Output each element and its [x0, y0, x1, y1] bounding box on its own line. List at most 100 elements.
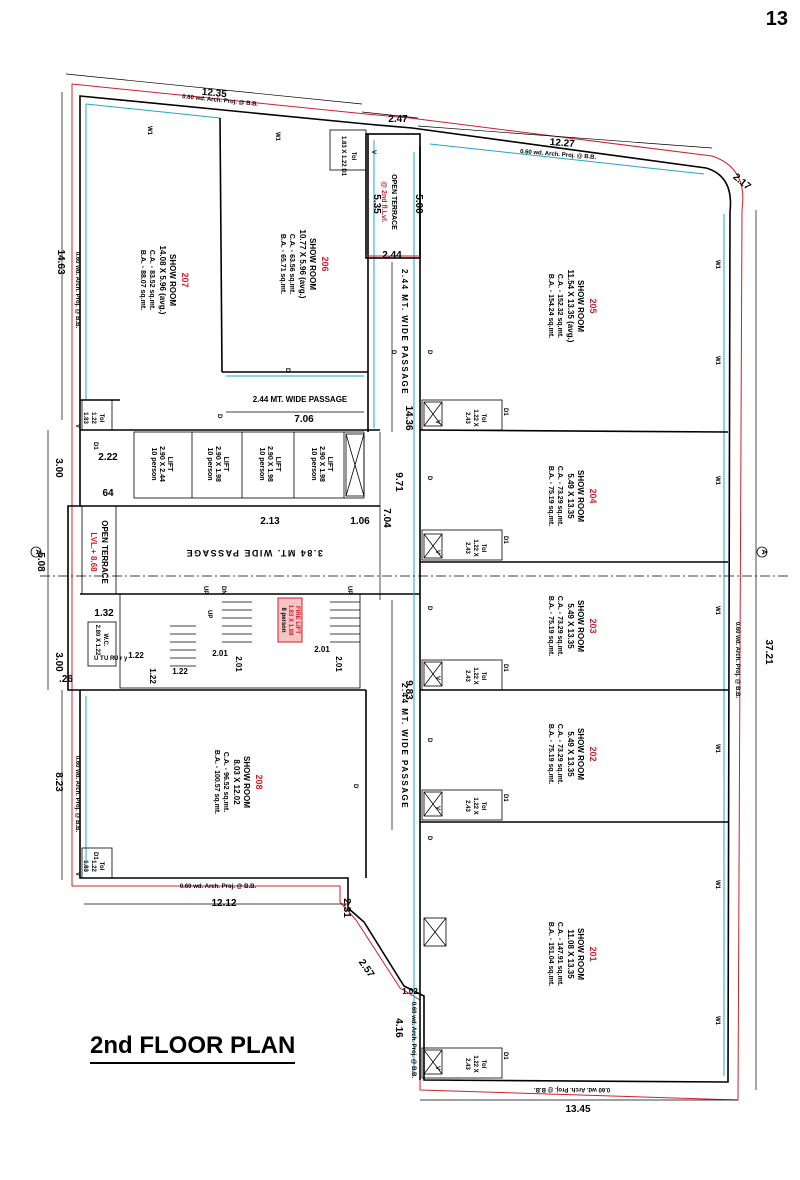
partitions — [80, 117, 729, 1080]
svg-text:D: D — [426, 350, 432, 355]
svg-text:OPEN TERRACE: OPEN TERRACE — [390, 174, 397, 230]
svg-text:LIFT: LIFT — [274, 457, 281, 472]
svg-text:SHOW ROOM: SHOW ROOM — [168, 254, 177, 306]
svg-text:UP: UP — [206, 610, 212, 618]
svg-text:13.45: 13.45 — [565, 1104, 590, 1115]
svg-text:W1: W1 — [714, 260, 720, 270]
projection-note-bottom-right: 0.60 wd. Arch. Proj. @ B.B. — [534, 1086, 611, 1092]
svg-text:B.A. - 151.04 sq.mt.: B.A. - 151.04 sq.mt. — [547, 922, 554, 986]
svg-text:DN: DN — [220, 586, 226, 595]
svg-text:3.00: 3.00 — [53, 652, 64, 672]
svg-text:V: V — [434, 676, 440, 680]
svg-text:V: V — [434, 806, 440, 810]
svg-text:10.77 X 5.96 (avg.): 10.77 X 5.96 (avg.) — [298, 230, 307, 299]
svg-text:5.00: 5.00 — [413, 194, 424, 214]
projection-note-left-lower: 0.60 wd. Arch. Proj. @ B.B. — [74, 756, 80, 833]
svg-text:C.A. - 73.29 sq.mt.: C.A. - 73.29 sq.mt. — [556, 724, 563, 784]
door-window-tags: W1 W1 W1 W1 W1 W1 W1 W1 W1 D D D D D D D… — [74, 126, 720, 1070]
svg-text:2.90 X 1.98: 2.90 X 1.98 — [318, 446, 325, 482]
svg-text:2.90 X 1.98: 2.90 X 1.98 — [214, 446, 221, 482]
svg-text:D1: D1 — [502, 794, 508, 802]
svg-text:10 person: 10 person — [206, 447, 213, 480]
svg-text:1.02: 1.02 — [402, 987, 418, 996]
svg-text:1.22 X: 1.22 X — [472, 797, 478, 814]
projection-note-lower-notch: 0.60 wd. Arch. Proj. @ B.B. — [410, 1002, 416, 1079]
svg-text:D: D — [426, 476, 432, 481]
svg-text:1.22: 1.22 — [90, 412, 96, 424]
svg-text:V: V — [74, 424, 80, 428]
svg-text:205: 205 — [588, 298, 598, 313]
svg-text:1.22: 1.22 — [90, 860, 96, 872]
svg-text:C.A. - 63.56 sq.mt.: C.A. - 63.56 sq.mt. — [288, 234, 295, 294]
svg-text:1.83: 1.83 — [82, 412, 88, 424]
svg-text:2.13: 2.13 — [260, 516, 280, 527]
outer-boundary — [67, 83, 744, 1101]
svg-text:37.21: 37.21 — [763, 639, 774, 664]
svg-text:W1: W1 — [714, 880, 720, 890]
svg-text:2.01: 2.01 — [314, 645, 330, 654]
svg-text:12.27: 12.27 — [549, 137, 575, 150]
svg-text:W1: W1 — [714, 1016, 720, 1026]
svg-text:2.43: 2.43 — [464, 800, 470, 812]
svg-text:D: D — [284, 368, 290, 373]
svg-text:Tol: Tol — [98, 862, 104, 871]
room-204-label: 204 SHOW ROOM 5.49 X 13.35 C.A. - 73.29 … — [547, 466, 598, 526]
svg-text:8.03 X 12.02: 8.03 X 12.02 — [232, 759, 241, 805]
svg-text:64: 64 — [102, 488, 114, 499]
svg-text:D: D — [352, 784, 358, 789]
svg-text:1.83: 1.83 — [82, 860, 88, 872]
page-number: 13 — [765, 8, 788, 30]
svg-text:V: V — [434, 550, 440, 554]
svg-text:2.44: 2.44 — [382, 250, 402, 261]
svg-text:FIRE LIFT: FIRE LIFT — [294, 606, 300, 634]
projection-note-right: 0.60 wd. Arch. Proj. @ B.B. — [734, 622, 740, 699]
svg-text:D: D — [390, 350, 396, 355]
svg-text:B.A. - 75.19 sq.mt.: B.A. - 75.19 sq.mt. — [547, 466, 554, 526]
top-terrace-label: OPEN TERRACE @ 2nd fl.Lvl. — [380, 174, 397, 230]
svg-text:C.A. - 83.52 sq.mt.: C.A. - 83.52 sq.mt. — [148, 250, 155, 310]
svg-text:D: D — [426, 606, 432, 611]
svg-text:1.22 X: 1.22 X — [472, 667, 478, 684]
svg-text:LIFT: LIFT — [222, 457, 229, 472]
svg-text:W1: W1 — [714, 606, 720, 616]
svg-text:11.54 X 13.35 (avg.): 11.54 X 13.35 (avg.) — [566, 270, 575, 343]
svg-text:12.35: 12.35 — [201, 87, 227, 101]
svg-text:208: 208 — [254, 774, 264, 789]
svg-text:10 person: 10 person — [258, 447, 265, 480]
svg-text:2.43: 2.43 — [464, 412, 470, 424]
svg-text:2.43: 2.43 — [464, 1058, 470, 1070]
svg-text:A: A — [34, 549, 41, 554]
svg-text:Tol: Tol — [350, 152, 356, 161]
svg-text:B.A. - 88.07 sq.mt.: B.A. - 88.07 sq.mt. — [139, 250, 146, 310]
svg-text:UP: UP — [202, 586, 208, 594]
svg-text:1.83 X 1.98: 1.83 X 1.98 — [287, 605, 293, 636]
svg-text:UP: UP — [346, 586, 352, 594]
svg-text:1.22 X: 1.22 X — [472, 1055, 478, 1072]
svg-text:OPEN TERRACE: OPEN TERRACE — [100, 520, 109, 584]
svg-text:2.01: 2.01 — [234, 656, 243, 672]
svg-text:2.90 X 1.98: 2.90 X 1.98 — [266, 446, 273, 482]
svg-text:SHOW ROOM: SHOW ROOM — [576, 600, 585, 652]
svg-text:D1: D1 — [502, 664, 508, 672]
svg-text:7.06: 7.06 — [294, 414, 314, 425]
middle-passage-label: 3.84 MT. WIDE PASSAGE — [185, 548, 323, 558]
svg-text:U r y: U r y — [114, 656, 128, 662]
svg-text:206: 206 — [320, 256, 330, 271]
svg-text:B.A. - 75.19 sq.mt.: B.A. - 75.19 sq.mt. — [547, 724, 554, 784]
svg-text:D1: D1 — [92, 442, 98, 450]
svg-text:SHOW ROOM: SHOW ROOM — [576, 928, 585, 980]
svg-text:2.43: 2.43 — [464, 542, 470, 554]
svg-text:2.22: 2.22 — [98, 452, 118, 463]
svg-text:LIFT: LIFT — [166, 457, 173, 472]
svg-text:14.08 X 5.96 (avg.): 14.08 X 5.96 (avg.) — [158, 246, 167, 315]
room-207-label: 207 SHOW ROOM 14.08 X 5.96 (avg.) C.A. -… — [139, 246, 190, 315]
svg-text:LVL.+ 8.68: LVL.+ 8.68 — [89, 532, 98, 572]
svg-text:8 person: 8 person — [280, 607, 286, 632]
svg-text:W1: W1 — [274, 132, 280, 142]
svg-text:W1: W1 — [146, 126, 152, 136]
svg-text:2.57: 2.57 — [356, 957, 376, 980]
